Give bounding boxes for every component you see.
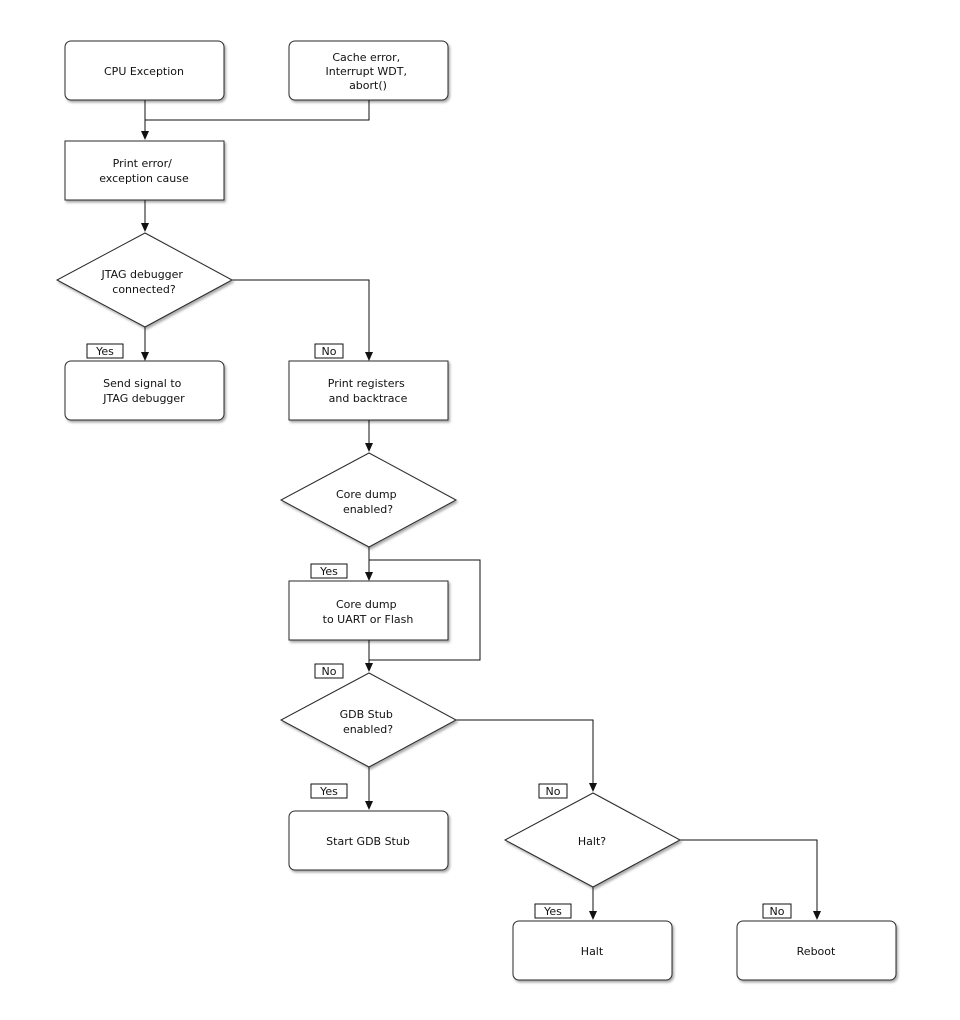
node-reboot: Reboot: [736, 920, 897, 981]
node-gdb-stub-enabled: GDB Stub enabled?: [279, 672, 458, 768]
arrowhead-to-coredump-question: [365, 443, 373, 452]
node-shape: [288, 40, 449, 101]
edge-label-coredump-yes: Yes: [310, 563, 348, 579]
edge-label-box: [86, 343, 124, 359]
edge-label-box: [310, 563, 348, 579]
connector-gdb-no: [456, 719, 594, 786]
node-cpu-exception: CPU Exception: [64, 40, 225, 101]
node-shape: [64, 40, 225, 101]
edge-label-box: [534, 903, 572, 919]
arrowhead-to-send-signal: [141, 352, 149, 361]
node-label: Core dump enabled?: [336, 488, 400, 516]
node-core-dump: Core dump to UART or Flash: [288, 580, 449, 641]
node-start-gdb-stub: Start GDB Stub: [288, 810, 449, 871]
arrowhead-to-halt-question: [589, 783, 597, 792]
edge-label-text: No: [546, 785, 561, 798]
edge-label-box: [314, 663, 344, 679]
edge-label-halt-yes: Yes: [534, 903, 572, 919]
connector-halt-no: [680, 839, 818, 914]
edge-label-text: Yes: [319, 565, 338, 578]
arrowhead-to-start-gdb: [365, 801, 373, 810]
node-label: Halt?: [578, 835, 606, 848]
node-shape: [512, 920, 673, 981]
edge-label-text: No: [770, 905, 785, 918]
node-shape: [288, 810, 449, 871]
node-shape: [736, 920, 897, 981]
edge-label-box: [310, 783, 348, 799]
node-print-error: Print error/ exception cause: [64, 140, 225, 201]
node-core-dump-enabled: Core dump enabled?: [279, 452, 458, 548]
node-halt: Halt: [512, 920, 673, 981]
node-label: Halt: [581, 945, 604, 958]
node-shape: [55, 232, 234, 328]
node-shape: [279, 452, 458, 548]
connector-jtag-no: [232, 279, 370, 355]
node-label: Print error/ exception cause: [99, 157, 189, 185]
connector-coredump-no-loop: [369, 559, 481, 661]
arrowheads: [141, 131, 821, 920]
arrowhead-to-halt: [589, 911, 597, 920]
connector-cache-error: [145, 100, 370, 121]
node-label: CPU Exception: [104, 65, 184, 78]
node-halt-question: Halt?: [503, 792, 682, 888]
node-jtag-connected: JTAG debugger connected?: [55, 232, 234, 328]
edge-label-jtag-no: No: [314, 343, 344, 359]
node-shape: [64, 360, 225, 421]
edge-label-text: Yes: [319, 785, 338, 798]
edge-label-text: Yes: [543, 905, 562, 918]
arrowhead-to-reboot: [813, 911, 821, 920]
node-shape: [64, 140, 225, 201]
edge-label-text: No: [322, 665, 337, 678]
arrowhead-to-jtag-question: [141, 223, 149, 232]
connectors: [144, 100, 818, 914]
edge-label-box: [314, 343, 344, 359]
edge-label-halt-no: No: [762, 903, 792, 919]
edge-label-gdb-yes: Yes: [310, 783, 348, 799]
arrowhead-to-print-registers: [365, 352, 373, 361]
node-cache-error: Cache error, Interrupt WDT, abort(): [288, 40, 449, 101]
arrowhead-to-coredump: [365, 572, 373, 581]
node-print-registers: Print registers and backtrace: [288, 360, 449, 421]
edge-label-jtag-yes: Yes: [86, 343, 124, 359]
edge-label-box: [538, 783, 568, 799]
node-label: JTAG debugger connected?: [101, 268, 187, 296]
edge-label-gdb-no: No: [538, 783, 568, 799]
node-label: Reboot: [797, 945, 836, 958]
node-shape: [288, 580, 449, 641]
node-shape: [288, 360, 449, 421]
node-label: Send signal to JTAG debugger: [102, 377, 185, 405]
node-label: Core dump to UART or Flash: [323, 598, 414, 626]
arrowhead-to-print-error: [141, 131, 149, 140]
node-label: Cache error, Interrupt WDT, abort(): [326, 51, 411, 92]
node-label: Print registers and backtrace: [328, 377, 408, 405]
edge-label-text: Yes: [95, 345, 114, 358]
arrowhead-to-gdb-question: [365, 663, 373, 672]
edge-label-text: No: [322, 345, 337, 358]
edge-label-coredump-no: No: [314, 663, 344, 679]
node-label: Start GDB Stub: [326, 835, 410, 848]
node-label: GDB Stub enabled?: [340, 708, 397, 736]
node-shape: [279, 672, 458, 768]
node-send-signal: Send signal to JTAG debugger: [64, 360, 225, 421]
edge-label-box: [762, 903, 792, 919]
node-shape: [503, 792, 682, 888]
